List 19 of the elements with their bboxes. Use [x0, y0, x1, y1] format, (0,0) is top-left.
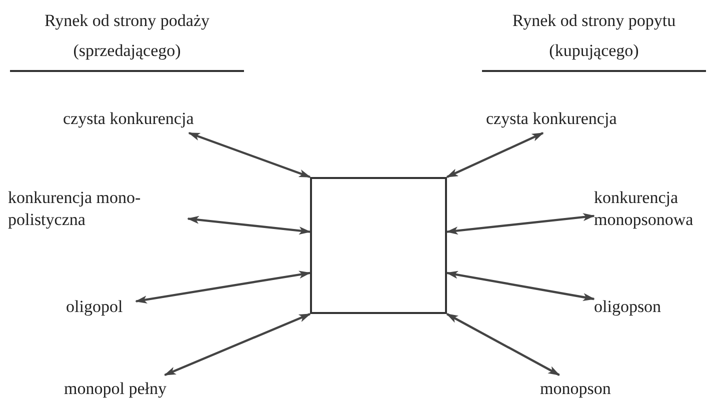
double-arrow [446, 213, 595, 235]
heading: Rynek od strony podaży (sprzedającego) [10, 6, 244, 72]
market-type-label: monopson [540, 378, 630, 400]
market-type-label: czysta konkurencja [63, 108, 238, 130]
heading: Rynek od strony popytu (kupującego) [482, 6, 706, 72]
double-arrow [187, 216, 311, 235]
market-type-label: oligopol [66, 296, 136, 318]
market-type-label: oligopson [594, 296, 684, 318]
double-arrow [188, 132, 311, 178]
double-arrow [446, 313, 560, 376]
market-square [310, 177, 447, 314]
market-type-label: monopol pełny [64, 378, 199, 400]
market-type-label: konkurencja monopsonowa [594, 187, 722, 231]
market-type-label: czysta konkurencja [486, 108, 661, 130]
market-type-label: konkurencja mono- polistyczna [8, 187, 188, 231]
double-arrow [135, 270, 311, 304]
double-arrow [164, 312, 311, 376]
double-arrow [446, 270, 595, 302]
double-arrow [446, 132, 544, 178]
